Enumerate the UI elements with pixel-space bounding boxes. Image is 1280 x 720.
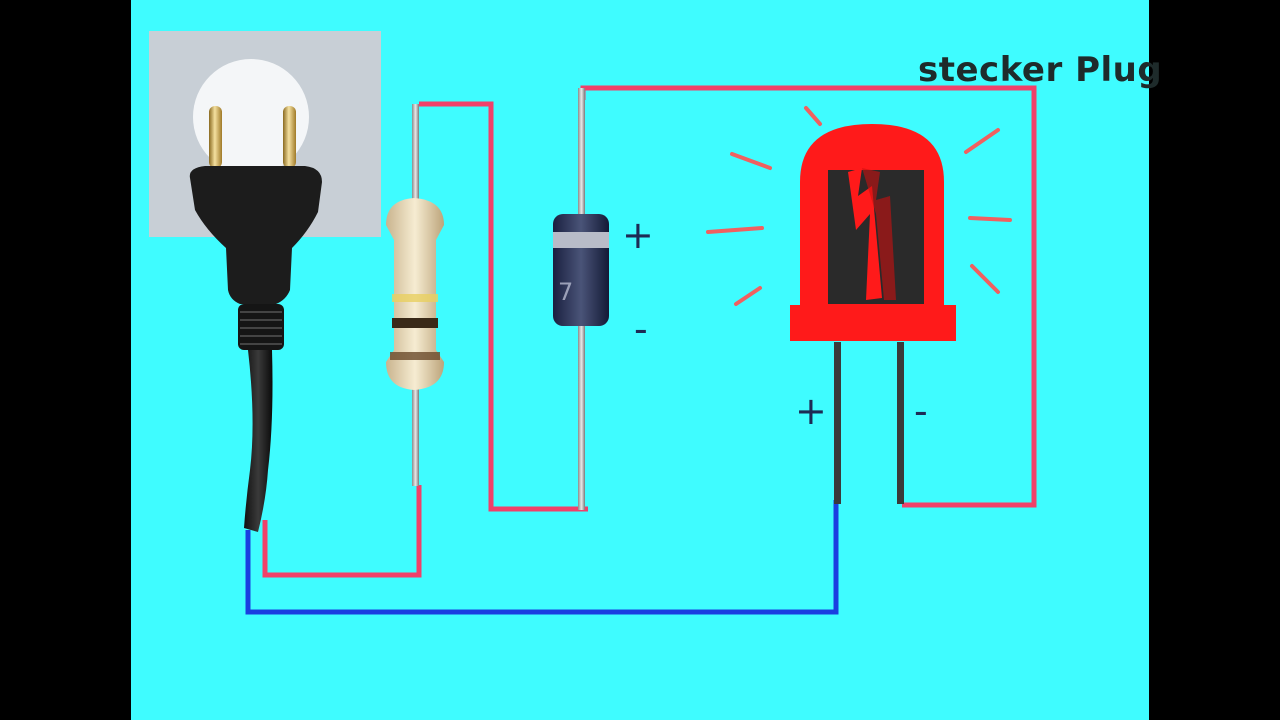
plug-icon xyxy=(189,106,322,532)
resistor-icon xyxy=(386,104,444,486)
diode-icon: 7 xyxy=(553,88,609,510)
led-glow xyxy=(706,106,1012,306)
led-minus-mark: - xyxy=(914,389,928,433)
caption-title: stecker Plug xyxy=(918,50,1163,90)
right-letterbox xyxy=(1149,0,1280,720)
wire-resistor-to-diode xyxy=(419,101,588,512)
wire-plug-to-resistor xyxy=(262,485,422,578)
left-letterbox xyxy=(0,0,131,720)
led-plus-mark: + xyxy=(795,389,827,433)
wire-led-to-plug xyxy=(245,500,839,615)
diode-minus-mark: - xyxy=(634,307,648,351)
led-icon xyxy=(790,124,956,504)
svg-text:7: 7 xyxy=(558,278,573,306)
diode-plus-mark: + xyxy=(622,213,654,257)
